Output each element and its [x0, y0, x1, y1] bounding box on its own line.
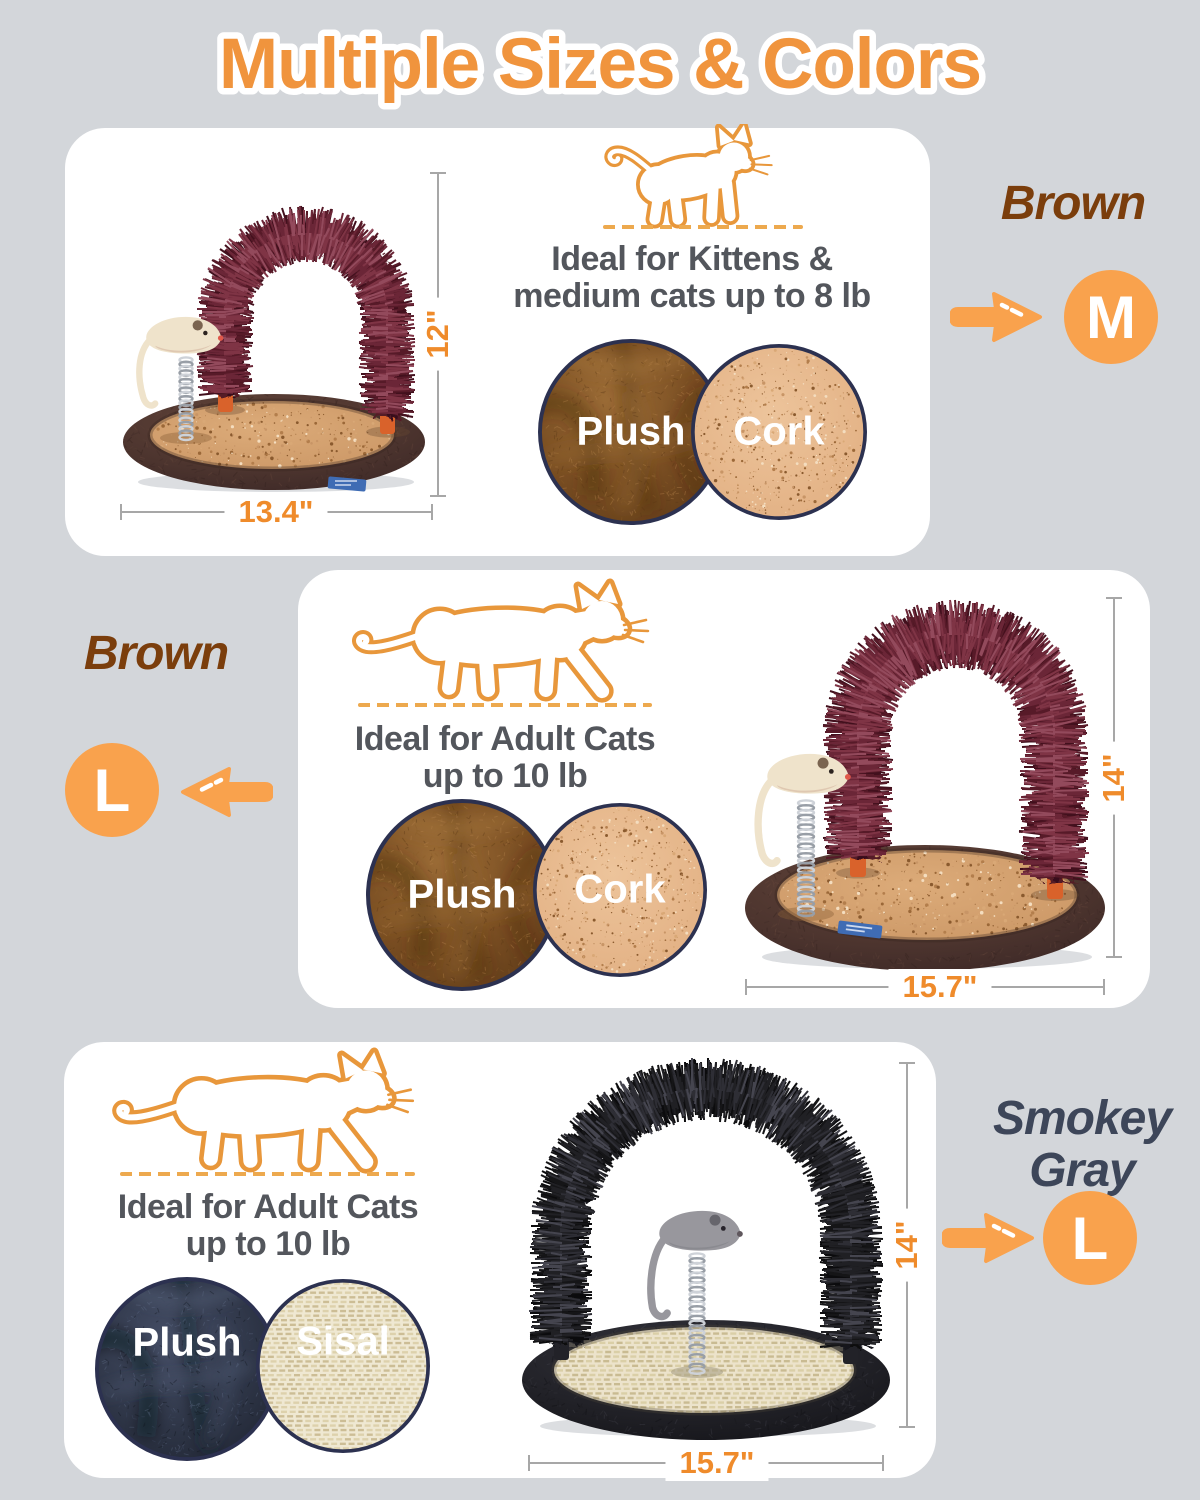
- card3-fit-text-line1: Ideal for Adult Cats: [117, 1188, 419, 1226]
- card1-material-plush: Plush: [538, 339, 724, 525]
- product-photo-l-smokey-gray: [510, 1040, 910, 1475]
- card2-color-name: Brown: [83, 627, 229, 680]
- kitten-icon: [596, 121, 781, 234]
- mouse-toy: [647, 1210, 743, 1378]
- card3-material-plush-label: Plush: [132, 1320, 242, 1365]
- card3-material-plush: Plush: [95, 1277, 279, 1461]
- card1-material-cork-label: Cork: [733, 409, 825, 454]
- card3-width-dim-label: 15.7": [665, 1445, 769, 1481]
- card3-fit-text-line2: up to 10 lb: [185, 1225, 351, 1263]
- card3-ground-dashes: [120, 1172, 415, 1176]
- card3-material-sisal-label: Sisal: [296, 1319, 390, 1364]
- bristle-arch: [822, 599, 1090, 899]
- card2-fit-text-line2: up to 10 lb: [422, 757, 588, 795]
- card1-arrow-right-icon: [950, 286, 1046, 348]
- product-photo-l-brown: [730, 575, 1130, 1000]
- card2-fit-text-line1: Ideal for Adult Cats: [354, 720, 656, 758]
- card3-size-badge: L: [1043, 1191, 1137, 1285]
- card1-size-badge: M: [1064, 270, 1158, 364]
- page-title: Multiple Sizes & Colors: [219, 25, 981, 104]
- card2-material-plush-label: Plush: [407, 872, 517, 917]
- card2-arrow-left-icon: [177, 761, 273, 823]
- bristle-arch: [528, 1058, 884, 1364]
- card2-material-cork: Cork: [533, 803, 707, 977]
- card2-size-badge: L: [65, 743, 159, 837]
- card2-width-dim-label: 15.7": [888, 969, 992, 1005]
- mouse-toy: [136, 316, 224, 444]
- card2-material-cork-label: Cork: [574, 867, 666, 912]
- card1-material-cork: Cork: [691, 344, 867, 520]
- bristle-arch: [196, 205, 416, 434]
- card3-height-dim-label: 14": [889, 1208, 925, 1282]
- product-photo-m-brown: [85, 140, 565, 565]
- adult-cat-icon-2: [112, 1046, 417, 1183]
- title-banner: Multiple Sizes & Colors: [0, 0, 1200, 120]
- mouse-toy: [754, 753, 851, 921]
- card1-fit-text-line2: medium cats up to 8 lb: [513, 277, 871, 315]
- card1-height-dim-label: 12": [420, 297, 456, 371]
- card1-fit-text-line1: Ideal for Kittens &: [551, 240, 833, 278]
- card3-color-name: Smokey Gray: [992, 1092, 1172, 1197]
- card1-material-plush-label: Plush: [576, 409, 686, 454]
- card1-ground-dashes: [603, 225, 803, 229]
- adult-cat-icon-1: [352, 577, 652, 712]
- round-base: [123, 394, 425, 492]
- card1-color-name: Brown: [1000, 177, 1146, 230]
- card2-ground-dashes: [358, 703, 652, 707]
- card3-material-sisal: Sisal: [256, 1279, 430, 1453]
- card3-arrow-right-icon: [942, 1207, 1038, 1269]
- card2-height-dim-label: 14": [1096, 741, 1132, 815]
- card1-width-dim-label: 13.4": [224, 494, 328, 530]
- card2-material-plush: Plush: [366, 799, 558, 991]
